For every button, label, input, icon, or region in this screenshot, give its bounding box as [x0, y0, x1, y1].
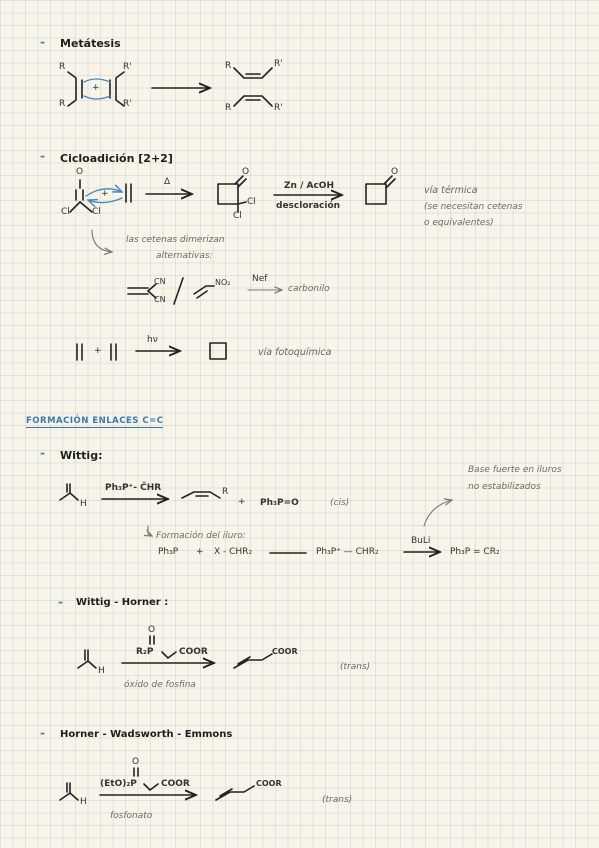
cicloadicion-dash: -: [40, 149, 45, 163]
metatesis-r-top-right: R': [123, 62, 132, 72]
metatesis-r-top-left: R: [59, 62, 66, 72]
wittig-alkene: [181, 491, 221, 499]
final-o: O: [391, 167, 399, 177]
thermal-note-1: vía térmica: [424, 185, 478, 196]
alt-arrow: [91, 229, 112, 252]
cyclobutanone: [365, 175, 396, 205]
hwe-o: O: [132, 757, 140, 767]
hwe-note: fosfonato: [110, 811, 153, 821]
ketene-cl-left: Cl: [61, 207, 70, 217]
ylide-formation-title: Formación del iluro:: [156, 531, 246, 541]
photo-plus: +: [94, 346, 102, 356]
ketene-o: O: [76, 167, 84, 177]
cyclobutanone-o: O: [242, 167, 250, 177]
base-note-2: no estabilizados: [468, 482, 541, 492]
wittig-plus: +: [238, 497, 246, 507]
hwe-product-coor: COOR: [256, 779, 282, 788]
hwe-dash: -: [40, 726, 45, 740]
photo-alkenes: [76, 343, 117, 361]
ylide-alkyl-halide: X - CHR₂: [214, 547, 253, 557]
horner-alkene: [233, 653, 273, 669]
wittig-dash: -: [40, 446, 45, 460]
hwe-h: H: [80, 797, 87, 807]
metatesis-product-r2p: R': [274, 103, 283, 113]
wittig-byproduct: Ph₃P=O: [260, 498, 299, 508]
ketene-structure: [69, 179, 132, 213]
thermal-note-3: o equivalentes): [424, 218, 494, 228]
nef-label: Nef: [252, 274, 268, 284]
ylide-final: Ph₃P = CR₂: [450, 547, 500, 557]
ylide-phosphonium-salt: Ph₃P⁺ — CHR₂: [316, 547, 379, 557]
wittig-ylide-reagent: Ph₃P⁺- C̄HR: [105, 483, 162, 493]
thermal-note-2: (se necesitan cetenas: [424, 202, 523, 212]
section-formacion-title: FORMACIÓN ENLACES C=C: [26, 416, 164, 428]
cicloadicion-title: Cicloadición [2+2]: [60, 152, 173, 165]
horner-note: óxido de fosfina: [124, 680, 196, 690]
horner-stereo: (trans): [340, 662, 371, 672]
metatesis-r-bot-left: R: [59, 99, 66, 109]
photo-note: vía fotoquímica: [258, 347, 332, 358]
alt-note-2: alternativas:: [156, 251, 213, 261]
descloracion-label: descloración: [276, 201, 341, 211]
cicloadicion-plus: +: [101, 189, 109, 199]
horner-h: H: [98, 666, 105, 676]
base-note-arrow: [423, 500, 452, 527]
ylide-link: [148, 525, 152, 536]
horner-aldehyde: [77, 649, 97, 669]
alt-nitro-alkene: [193, 285, 215, 299]
hwe-aldehyde: [59, 782, 79, 801]
buli-label: BuLi: [411, 536, 431, 546]
dichlorocyclobutanone: [217, 175, 247, 213]
zn-acoh-label: Zn / AcOH: [284, 181, 334, 191]
hwe-title: Horner - Wadsworth - Emmons: [60, 729, 233, 740]
hwe-reagent: (EtO)₂P: [100, 779, 137, 789]
cn-label-1: CN: [154, 277, 166, 286]
horner-title: Wittig - Horner :: [76, 597, 169, 608]
wittig-product-r: R: [222, 487, 229, 497]
ylide-ph3p: Ph₃P: [158, 547, 179, 557]
carbonilo-label: carbonilo: [288, 284, 330, 294]
metatesis-title: Metátesis: [60, 37, 121, 50]
horner-reagent-coor: COOR: [179, 647, 208, 657]
metatesis-dash: -: [40, 35, 45, 49]
ylide-plus: +: [196, 547, 204, 557]
metatesis-product-r2: R: [225, 103, 232, 113]
metatesis-reactant-bonds: [67, 71, 125, 107]
wittig-aldehyde: [59, 483, 79, 501]
alt-note-1: las cetenas dimerizan: [126, 235, 225, 245]
base-note-1: Base fuerte en iluros: [468, 465, 562, 475]
product-cl-1: Cl: [247, 197, 256, 207]
wittig-stereo: (cis): [330, 498, 350, 508]
cyclobutane: [209, 342, 227, 360]
no2-label: NO₂: [215, 278, 231, 287]
cn-label-2: CN: [154, 295, 166, 304]
delta-label: Δ: [164, 177, 171, 187]
hwe-reagent-coor: COOR: [161, 779, 190, 789]
horner-dash: -: [58, 595, 63, 609]
product-cl-2: Cl: [233, 211, 242, 221]
hv-label: hν: [147, 335, 158, 345]
metatesis-product-bonds: [233, 67, 273, 107]
metatesis-r-bot-right: R': [123, 99, 132, 109]
hwe-stereo: (trans): [322, 795, 353, 805]
alt-separator: [173, 277, 184, 305]
horner-product-coor: COOR: [272, 647, 298, 656]
ketene-cl-right: Cl: [92, 207, 101, 217]
horner-reagent: R₂P: [136, 647, 154, 657]
alt-cyano-alkene: [127, 283, 157, 299]
wittig-h: H: [80, 499, 87, 509]
hwe-alkene: [215, 785, 255, 801]
hwe-phosphonate: [133, 767, 159, 791]
metatesis-product-r1: R: [225, 61, 232, 71]
horner-o: O: [148, 625, 156, 635]
horner-phosphine-oxide: [149, 635, 177, 659]
metatesis-product-r1p: R': [274, 59, 283, 69]
wittig-title: Wittig:: [60, 449, 103, 462]
metatesis-plus: +: [92, 83, 100, 93]
